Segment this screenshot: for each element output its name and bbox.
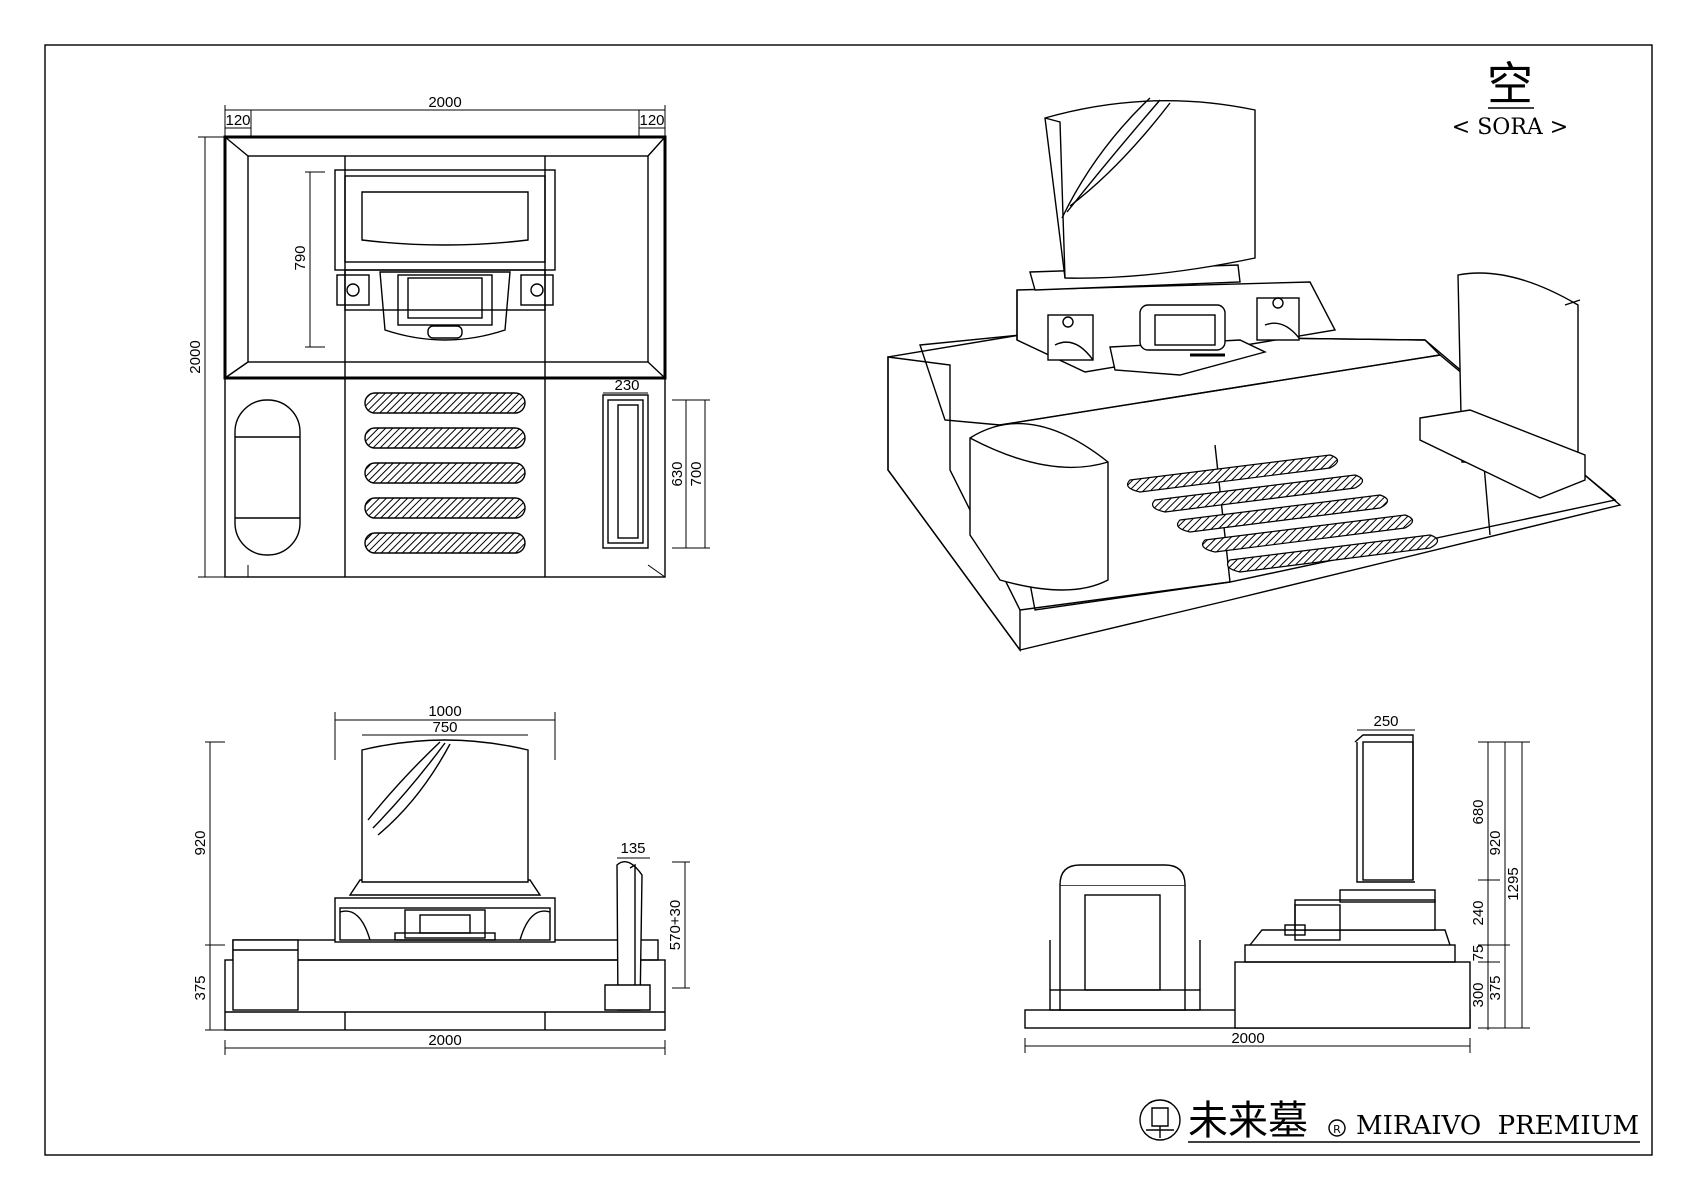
front-dim-side-height: 570+30 bbox=[667, 900, 684, 950]
side-dim-375: 375 bbox=[1487, 975, 1504, 1000]
plan-dim-side-width: 230 bbox=[614, 377, 639, 394]
brand-kanji: 未来墓 bbox=[1188, 1098, 1308, 1144]
side-dim-240: 240 bbox=[1470, 900, 1487, 925]
plan-dim-side-h1: 630 bbox=[669, 461, 686, 486]
brand-logo-icon bbox=[1139, 1099, 1181, 1141]
side-dim-920: 920 bbox=[1487, 830, 1504, 855]
front-dim-inner-width: 750 bbox=[432, 719, 457, 736]
registered-mark-icon: R bbox=[1328, 1119, 1346, 1137]
front-dim-height: 920 bbox=[192, 830, 209, 855]
perspective-view bbox=[887, 97, 1622, 653]
sheet-border bbox=[44, 44, 1653, 1156]
side-dim-680: 680 bbox=[1470, 799, 1487, 824]
front-dim-top-width: 1000 bbox=[428, 703, 461, 720]
plan-dim-margin-right: 120 bbox=[639, 112, 664, 129]
plan-view: 2000 120 120 2000 790 230 630 700 bbox=[187, 94, 710, 578]
front-dim-side-width: 135 bbox=[620, 840, 645, 857]
front-dim-base-height: 375 bbox=[192, 975, 209, 1000]
title-kanji: 空 bbox=[1487, 57, 1533, 111]
brand-latin: MIRAIVO PREMIUM bbox=[1356, 1111, 1639, 1141]
plan-dim-side-h2: 700 bbox=[688, 461, 705, 486]
side-dim-1295: 1295 bbox=[1505, 867, 1522, 900]
registered-mark-letter: R bbox=[1333, 1123, 1341, 1136]
plan-dim-width: 2000 bbox=[428, 94, 461, 111]
title-block: 空 < SORA > bbox=[1452, 57, 1568, 140]
side-dim-300: 300 bbox=[1470, 982, 1487, 1007]
front-dim-total-width: 2000 bbox=[428, 1032, 461, 1049]
side-dim-75: 75 bbox=[1470, 945, 1487, 962]
plan-dim-inner-depth: 790 bbox=[292, 245, 309, 270]
plan-dim-depth: 2000 bbox=[187, 340, 204, 373]
front-elevation: 1000 750 920 375 135 570+30 2000 bbox=[192, 703, 690, 1055]
title-roman: < SORA > bbox=[1452, 115, 1568, 140]
side-dim-stone-width: 250 bbox=[1373, 713, 1398, 730]
side-dim-total-width: 2000 bbox=[1231, 1030, 1264, 1047]
side-elevation: 250 680 920 1295 240 75 300 375 2000 bbox=[1024, 713, 1530, 1053]
brand-block: 未来墓 R MIRAIVO PREMIUM bbox=[1139, 1098, 1640, 1144]
plan-dim-margin-left: 120 bbox=[225, 112, 250, 129]
